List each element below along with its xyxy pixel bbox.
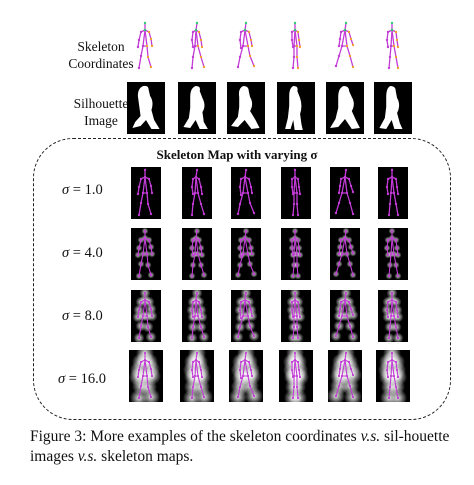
sigma-label-3: σ = 8.0 [62, 308, 103, 325]
caption-suffix: skeleton maps. [97, 447, 194, 465]
skeleton-map-frame [33, 138, 451, 420]
skeleton-label-line2: Coordinates [68, 56, 134, 71]
silhouette-image [178, 82, 216, 134]
skeleton-map-tile [231, 290, 261, 342]
skeleton-map-tile [330, 167, 360, 219]
skeleton-map-tile [182, 228, 212, 280]
skeleton-map-tile [328, 350, 362, 402]
silhouette-image [127, 82, 165, 134]
sigma-symbol: σ [58, 371, 66, 387]
silhouette-label-line2: Image [84, 113, 118, 128]
silhouette-image-label: Silhouette Image [58, 95, 144, 129]
skeleton-map-tile [279, 350, 313, 402]
skeleton-map-tile [182, 290, 212, 342]
skeleton-map-tile [378, 228, 408, 280]
skeleton-coordinate-figure [232, 20, 260, 72]
sigma-value: = 1.0 [72, 182, 103, 198]
skeleton-map-tile [281, 290, 311, 342]
skeleton-coordinate-figure [183, 20, 211, 72]
skeleton-map-tile [376, 350, 410, 402]
skeleton-coordinate-figure [379, 20, 407, 72]
sigma-value: = 4.0 [72, 245, 103, 261]
silhouette-image [277, 82, 315, 134]
skeleton-label-line1: Skeleton [77, 39, 125, 54]
sigma-symbol: σ [62, 182, 70, 198]
skeleton-map-tile [281, 167, 311, 219]
skeleton-map-tile [231, 167, 261, 219]
skeleton-map-tile [231, 228, 261, 280]
sigma-label-4: σ = 16.0 [58, 371, 106, 388]
skeleton-map-tile [180, 350, 214, 402]
sigma-value: = 16.0 [68, 371, 106, 387]
figure-caption: Figure 3: More examples of the skeleton … [30, 427, 460, 466]
skeleton-coordinate-figure [282, 20, 310, 72]
sigma-label-2: σ = 4.0 [62, 245, 103, 262]
sigma-symbol: σ [62, 245, 70, 261]
skeleton-map-title: Skeleton Map with varying σ [156, 147, 318, 162]
skeleton-map-tile [330, 290, 360, 342]
skeleton-map-tile [131, 290, 161, 342]
caption-vs-2: v.s. [77, 447, 98, 465]
sigma-symbol: σ [62, 308, 70, 324]
sigma-label-1: σ = 1.0 [62, 182, 103, 199]
silhouette-label-line1: Silhouette [73, 96, 129, 111]
skeleton-map-tile [330, 228, 360, 280]
skeleton-coordinate-figure [331, 20, 359, 72]
skeleton-map-tile [131, 228, 161, 280]
skeleton-map-tile [131, 167, 161, 219]
skeleton-coordinate-figure [132, 20, 160, 72]
caption-middle: sil-houette images [30, 428, 450, 465]
silhouette-image [374, 82, 412, 134]
skeleton-map-tile [378, 167, 408, 219]
silhouette-image [227, 82, 265, 134]
sigma-value: = 8.0 [72, 308, 103, 324]
silhouette-image [326, 82, 364, 134]
skeleton-map-tile [129, 350, 163, 402]
caption-vs-1: v.s. [360, 428, 381, 445]
skeleton-coordinates-label: Skeleton Coordinates [58, 38, 144, 72]
skeleton-map-tile [182, 167, 212, 219]
skeleton-map-tile [378, 290, 408, 342]
caption-prefix: Figure 3: More examples of the skeleton … [30, 428, 361, 445]
skeleton-map-tile [229, 350, 263, 402]
skeleton-map-tile [281, 228, 311, 280]
